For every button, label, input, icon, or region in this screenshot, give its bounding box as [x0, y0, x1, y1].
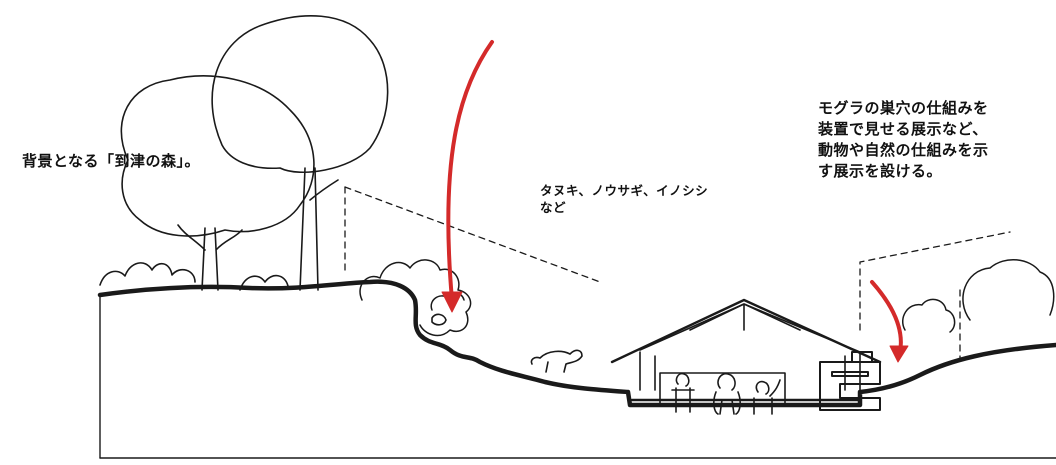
roof — [610, 298, 882, 364]
animals-label: タヌキ、ノウサギ、イノシシ など — [540, 183, 709, 215]
visitor-2 — [713, 372, 741, 415]
burrow-device — [819, 351, 881, 411]
arrow-to-hillside-head — [441, 291, 463, 313]
arrow-to-hillside — [446, 40, 494, 302]
shrubs-left — [99, 262, 289, 291]
ground-profile — [97, 279, 1056, 408]
tree-canopy-front — [120, 75, 315, 237]
mole-exhibit-label: モグラの巣穴の仕組みを 装置で見せる展示など、 動物や自然の仕組みを示 す展示を… — [818, 99, 989, 180]
tanuki — [530, 349, 583, 373]
arrow-to-burrow — [870, 280, 903, 354]
arrow-to-burrow-head — [889, 345, 909, 363]
annotation-arrows — [441, 40, 909, 363]
visitor-3 — [753, 379, 781, 415]
tree-trunk-front — [177, 224, 243, 291]
shrubs-right — [901, 259, 1055, 333]
visitor-1 — [671, 372, 695, 413]
forest-trees — [99, 15, 389, 291]
forest-label: 背景となる「到津の森」。 — [22, 152, 201, 170]
animal-sketches — [431, 313, 583, 373]
small-animal — [431, 313, 447, 326]
tree-canopy-back — [211, 15, 389, 174]
tree-trunk-back — [299, 167, 339, 291]
sight-lines — [344, 186, 1011, 361]
exhibit-building — [610, 298, 882, 415]
